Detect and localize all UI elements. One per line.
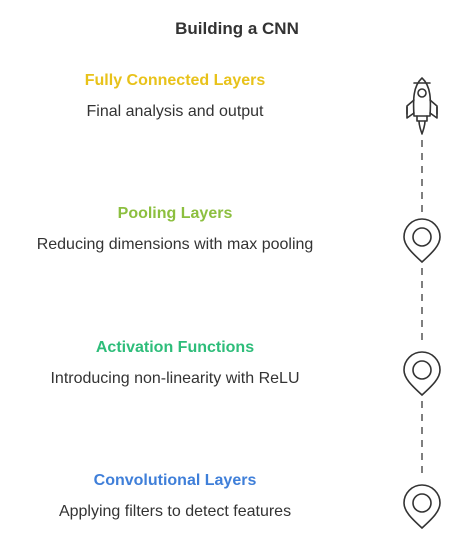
step-pooling-layers: Pooling Layers Reducing dimensions with … [0, 204, 350, 255]
step-title: Convolutional Layers [93, 472, 257, 489]
step-activation-functions: Activation Functions Introducing non-lin… [0, 338, 350, 389]
step-fully-connected-layers: Fully Connected Layers Final analysis an… [0, 71, 350, 122]
step-title: Fully Connected Layers [84, 72, 266, 89]
map-pin-icon [403, 218, 441, 264]
rocket-icon [406, 77, 438, 135]
step-description: Applying filters to detect features [58, 503, 292, 520]
step-description: Introducing non-linearity with ReLU [50, 370, 300, 387]
diagram-title: Building a CNN [175, 19, 299, 38]
step-description: Reducing dimensions with max pooling [36, 236, 314, 253]
step-convolutional-layers: Convolutional Layers Applying filters to… [0, 471, 350, 522]
map-pin-icon [403, 484, 441, 530]
step-description: Final analysis and output [86, 103, 264, 120]
step-title: Activation Functions [95, 339, 255, 356]
map-pin-icon [403, 351, 441, 397]
step-title: Pooling Layers [117, 205, 233, 222]
